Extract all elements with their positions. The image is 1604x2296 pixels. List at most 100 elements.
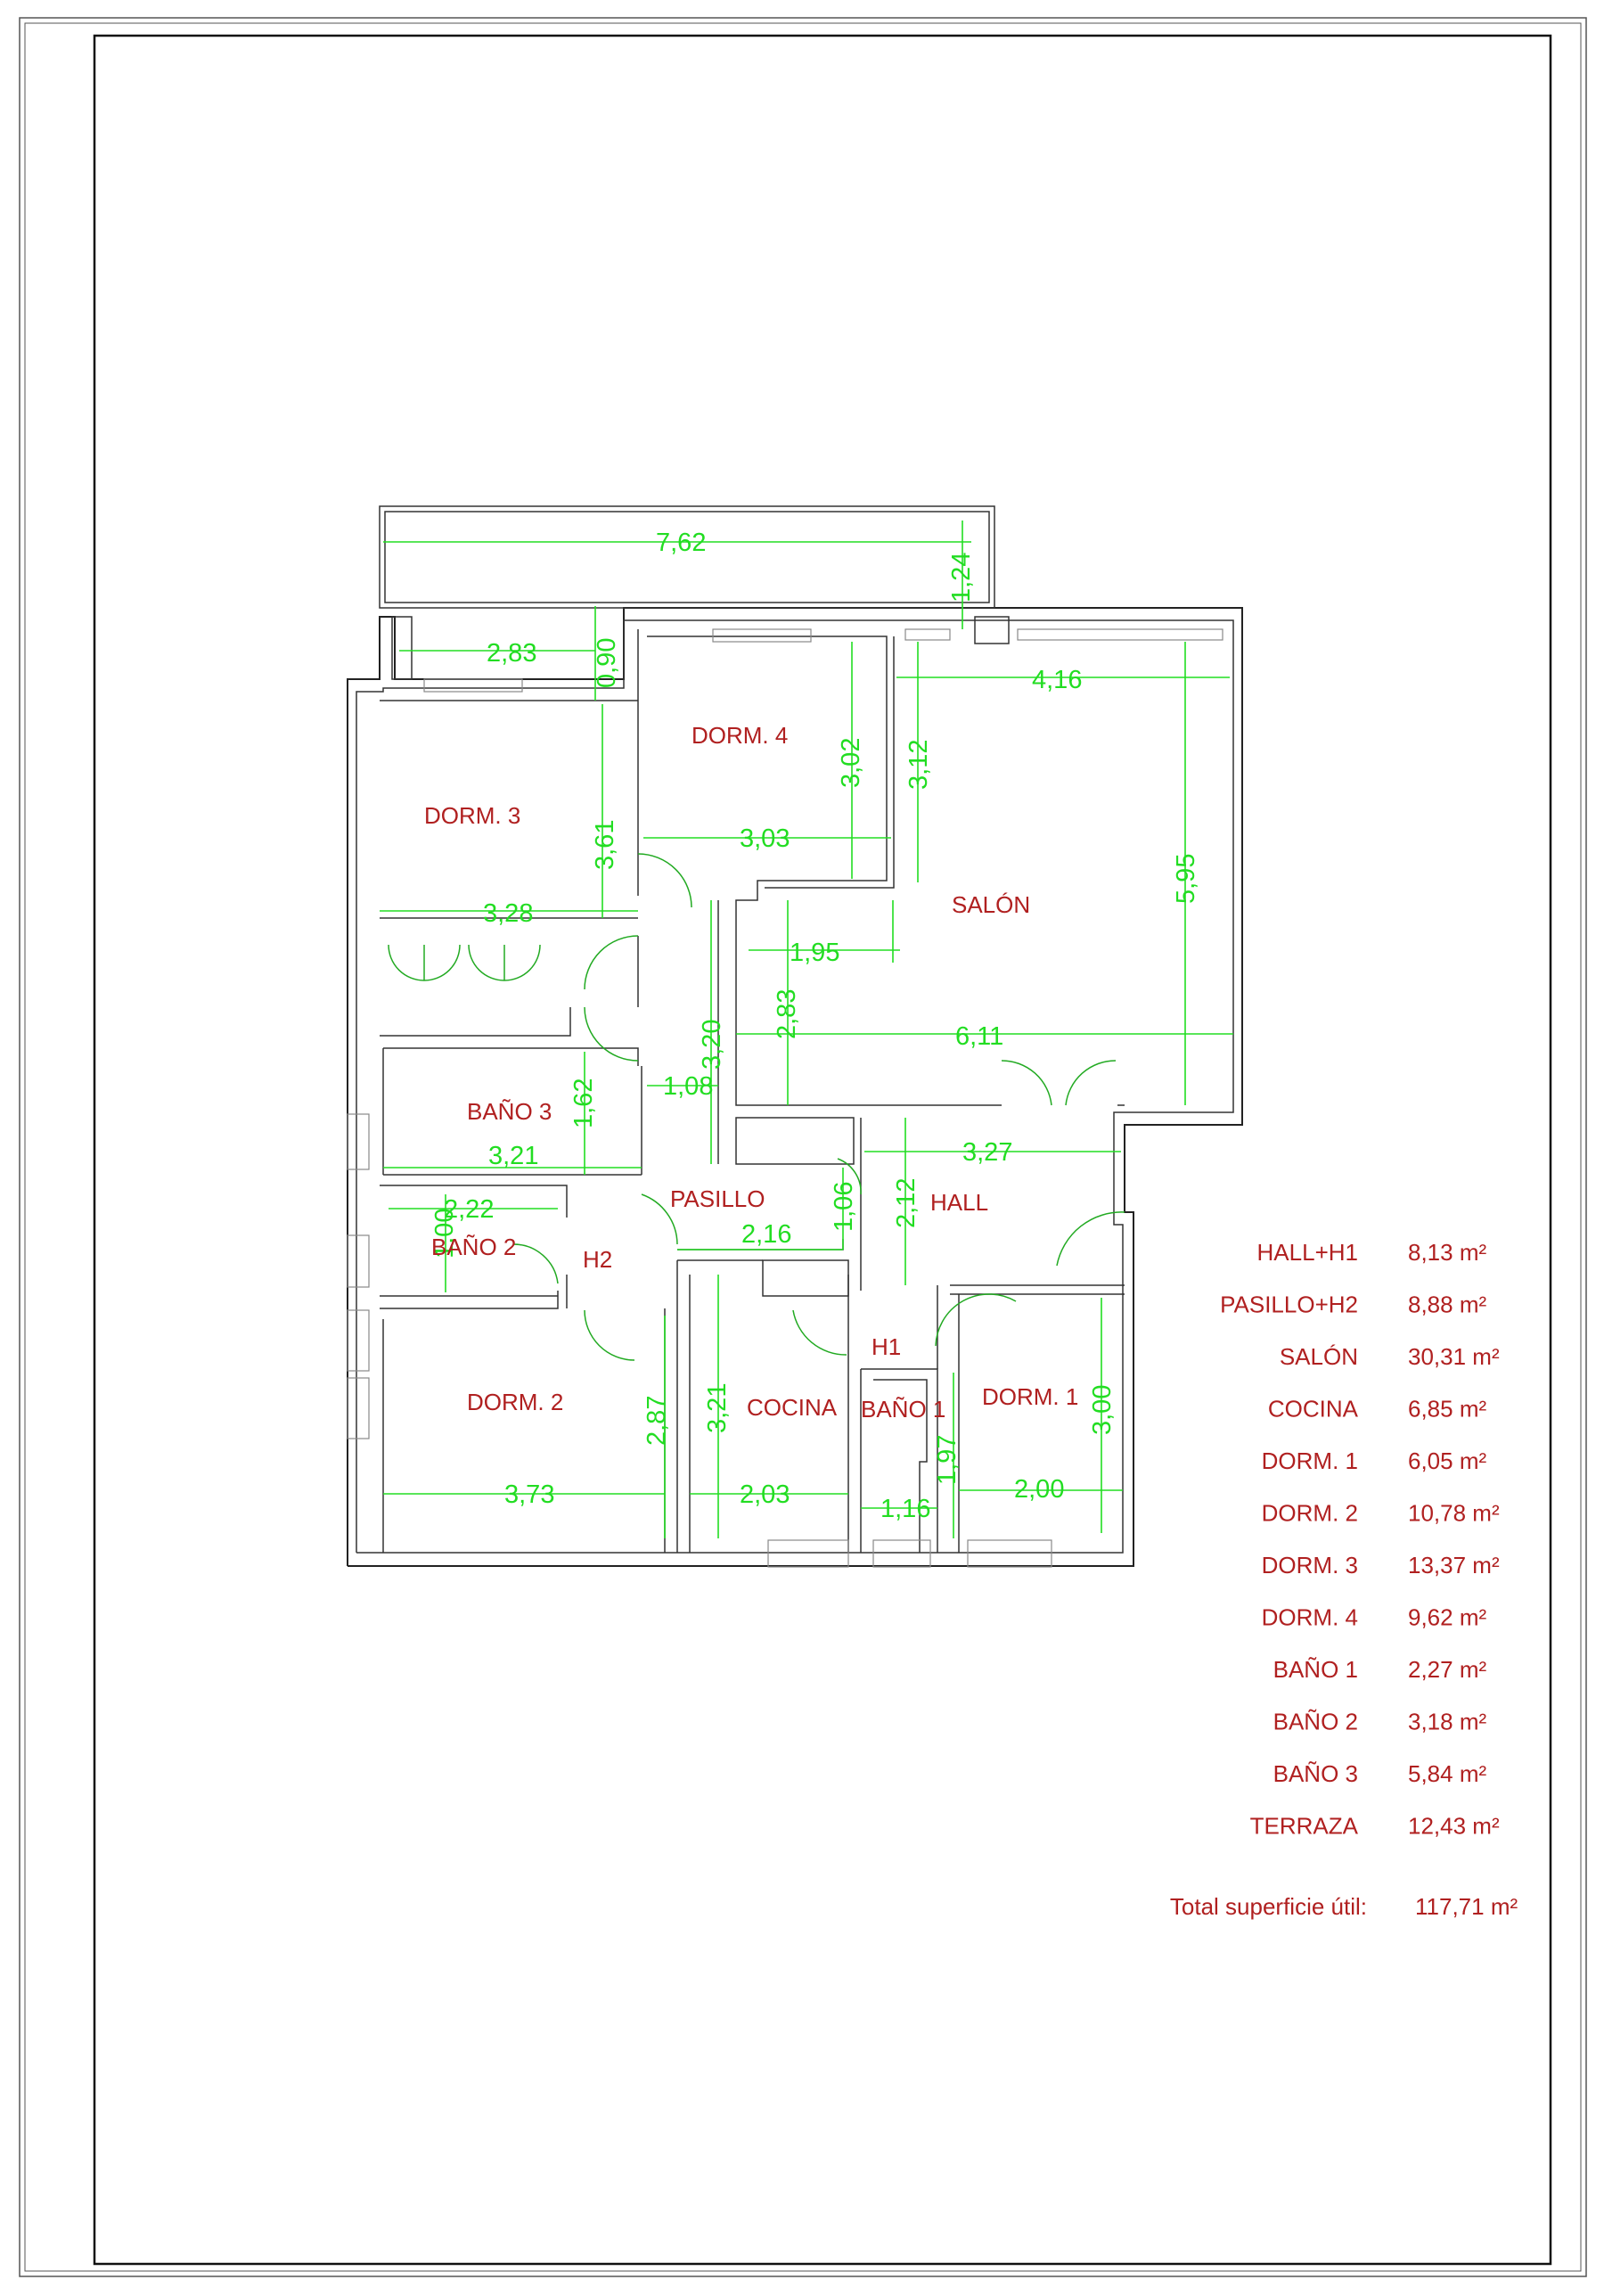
dim-090: 0,90	[593, 638, 621, 688]
dim-162: 1,62	[569, 1078, 598, 1128]
door-dorm2	[584, 1309, 635, 1361]
windows	[347, 628, 1223, 1568]
door-dorm1	[935, 1293, 1017, 1347]
dim-195: 1,95	[790, 939, 839, 967]
dim-212: 2,12	[892, 1178, 921, 1228]
room-dorm3: DORM. 3	[424, 802, 520, 829]
dim-222: 2,22	[444, 1195, 494, 1224]
exterior-wall-inner	[356, 619, 1234, 1554]
wall-dorm3-south	[380, 1007, 571, 1037]
room-pasillo: PASILLO	[670, 1185, 765, 1212]
area-name: DORM. 2	[1262, 1500, 1358, 1527]
dim-106: 1,06	[830, 1182, 858, 1232]
door-bano3	[584, 1006, 639, 1062]
dim-124: 1,24	[947, 553, 976, 603]
room-h2: H2	[583, 1246, 612, 1273]
dim-416: 4,16	[1032, 666, 1082, 694]
door-salon-1	[1001, 1060, 1052, 1106]
area-value: 2,27 m²	[1408, 1656, 1486, 1683]
window-dorm3	[423, 678, 523, 693]
dim-300: 3,00	[1088, 1385, 1117, 1435]
dim-287: 2,87	[642, 1396, 671, 1446]
dim-321: 3,21	[488, 1142, 538, 1170]
dim-321b: 3,21	[703, 1383, 732, 1433]
window-cocina	[767, 1539, 849, 1568]
total-value: 117,71 m²	[1415, 1893, 1518, 1920]
dim-116: 1,16	[880, 1495, 930, 1523]
dim-203: 2,03	[740, 1480, 790, 1509]
area-value: 5,84 m²	[1408, 1760, 1486, 1787]
dim-303: 3,03	[740, 824, 790, 853]
closet-hall	[735, 1117, 855, 1165]
window-bano1	[872, 1539, 931, 1568]
terrace-outline-inner	[384, 511, 990, 603]
dimension-lines	[380, 521, 1233, 1538]
area-name: DORM. 3	[1262, 1552, 1358, 1578]
window-dorm2-1	[347, 1309, 370, 1372]
dim-373: 3,73	[504, 1480, 554, 1509]
dim-328: 3,28	[483, 899, 533, 928]
area-value: 8,13 m²	[1408, 1239, 1486, 1266]
area-name: BAÑO 3	[1273, 1760, 1358, 1787]
wall-bano2-north	[380, 1185, 568, 1218]
area-name: TERRAZA	[1250, 1813, 1359, 1840]
dim-283: 2,83	[487, 639, 536, 668]
wall-salon-south	[735, 1011, 1002, 1106]
room-salon: SALÓN	[952, 891, 1030, 918]
door-dorm4	[637, 853, 692, 908]
room-bano2: BAÑO 2	[431, 1234, 516, 1260]
room-labels: DORM. 3 DORM. 4 SALÓN BAÑO 3 PASILLO HAL…	[424, 722, 1078, 1423]
wall-bano1-inner	[873, 1379, 928, 1553]
door-salon-2	[1065, 1060, 1117, 1106]
window-dorm1	[967, 1539, 1052, 1568]
door-hall-closet	[837, 1158, 862, 1195]
room-dorm2: DORM. 2	[467, 1389, 563, 1415]
wall-dorm2-north	[380, 1291, 559, 1309]
room-h1: H1	[872, 1333, 901, 1360]
dim-302: 3,02	[837, 738, 865, 788]
area-value: 8,88 m²	[1408, 1292, 1486, 1318]
terrace-outline	[379, 505, 995, 609]
door-entrance	[1056, 1211, 1125, 1267]
area-name: DORM. 4	[1262, 1604, 1358, 1631]
total-label: Total superficie útil:	[1170, 1893, 1367, 1920]
area-value: 6,05 m²	[1408, 1447, 1486, 1474]
dim-283b: 2,83	[773, 989, 801, 1039]
area-value: 30,31 m²	[1408, 1343, 1500, 1370]
area-value: 3,18 m²	[1408, 1709, 1486, 1735]
area-name: COCINA	[1268, 1396, 1359, 1423]
wall-dorm4-east	[765, 636, 895, 889]
window-dorm2-2	[347, 1377, 370, 1439]
area-value: 12,43 m²	[1408, 1813, 1500, 1840]
dim-312: 3,12	[904, 740, 933, 790]
dim-100: 1,00	[430, 1209, 459, 1259]
area-value: 9,62 m²	[1408, 1604, 1486, 1631]
room-cocina: COCINA	[747, 1394, 838, 1421]
door-dorm3	[584, 935, 639, 990]
outer-frame	[19, 17, 1587, 2277]
window-dorm4	[712, 628, 812, 643]
dim-216: 2,16	[741, 1220, 791, 1249]
door-bano2	[512, 1243, 559, 1284]
pillar-west	[391, 616, 413, 680]
doors	[388, 853, 1125, 1361]
dim-762: 7,62	[656, 529, 706, 557]
room-hall: HALL	[930, 1189, 988, 1216]
dimension-labels: 7,62 1,24 2,83 0,90 4,16 3,02 3,12 3,61 …	[430, 529, 1200, 1523]
area-value: 13,37 m²	[1408, 1552, 1500, 1578]
room-bano1: BAÑO 1	[861, 1396, 945, 1423]
area-value: 6,85 m²	[1408, 1396, 1486, 1423]
area-name: BAÑO 1	[1273, 1656, 1358, 1683]
window-salon-2	[1017, 628, 1223, 641]
window-salon-1	[904, 628, 951, 641]
drawing-frame	[93, 34, 1552, 2266]
room-dorm1: DORM. 1	[982, 1383, 1078, 1410]
room-dorm4: DORM. 4	[692, 722, 788, 749]
area-value: 10,78 m²	[1408, 1500, 1500, 1527]
dim-611: 6,11	[955, 1022, 1003, 1051]
window-bano3	[347, 1113, 370, 1170]
dim-197: 1,97	[933, 1435, 962, 1485]
